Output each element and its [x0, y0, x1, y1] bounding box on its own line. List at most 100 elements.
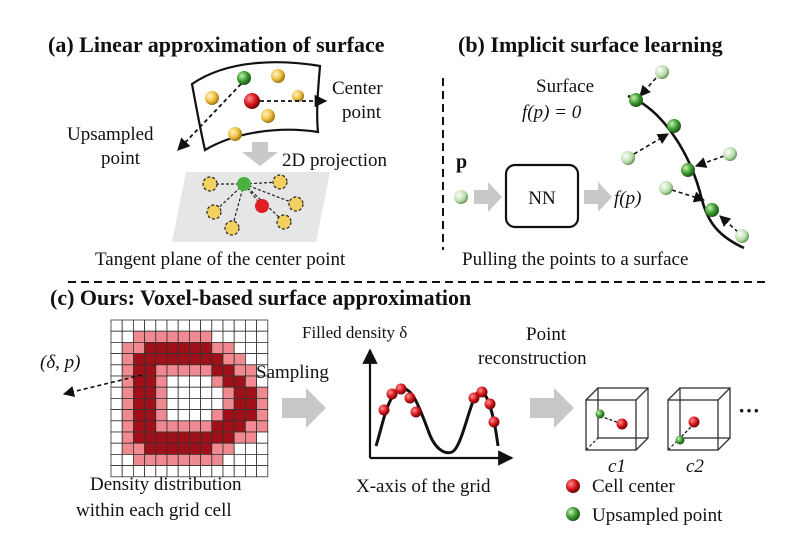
voxel-cell	[132, 319, 145, 332]
voxel-cell	[233, 420, 246, 433]
voxel-cell	[110, 364, 123, 377]
voxel-cell	[244, 319, 257, 332]
voxel-cell	[256, 465, 269, 478]
voxel-cell	[155, 442, 168, 455]
pulled-points	[621, 65, 749, 243]
voxel-cell	[233, 431, 246, 444]
voxel-cell	[144, 386, 157, 399]
voxel-cell	[222, 364, 235, 377]
voxel-cell	[177, 375, 190, 388]
voxel-cell	[177, 397, 190, 410]
voxel-cell	[244, 330, 257, 343]
voxel-cell	[211, 319, 224, 332]
voxel-cell	[155, 341, 168, 354]
voxel-cell	[200, 431, 213, 444]
voxel-cell	[166, 353, 179, 366]
nn-box	[504, 163, 580, 229]
delta-p-arrow	[62, 374, 143, 398]
voxel-cell	[155, 453, 168, 466]
voxel-cell	[222, 319, 235, 332]
voxel-cell	[110, 397, 123, 410]
voxel-cell	[244, 465, 257, 478]
voxel-cell	[211, 386, 224, 399]
voxel-cell	[166, 442, 179, 455]
surface-points	[205, 69, 304, 141]
panel-a-caption: Tangent plane of the center point	[95, 249, 346, 270]
voxel-cell	[110, 442, 123, 455]
voxel-cell	[222, 409, 235, 422]
voxel-cell	[256, 386, 269, 399]
tangent-plane	[172, 172, 330, 242]
voxel-cell	[166, 397, 179, 410]
voxel-cell	[132, 442, 145, 455]
voxel-cell	[144, 409, 157, 422]
voxel-cell	[233, 397, 246, 410]
density-samples	[378, 383, 500, 428]
voxel-cell	[121, 420, 134, 433]
voxel-cell	[233, 409, 246, 422]
voxel-cell	[222, 453, 235, 466]
voxel-cell	[200, 375, 213, 388]
voxel-cell	[121, 364, 134, 377]
panel-b-caption: Pulling the points to a surface	[462, 249, 688, 270]
voxel-cell	[256, 319, 269, 332]
legend-upsampled: Upsampled point	[592, 505, 723, 526]
voxel-cell	[155, 386, 168, 399]
voxel-cell	[166, 431, 179, 444]
voxel-cell	[155, 353, 168, 366]
voxel-cell	[200, 341, 213, 354]
voxel-cell	[155, 364, 168, 377]
voxel-cell	[177, 364, 190, 377]
voxel-cell	[233, 442, 246, 455]
voxel-cell	[177, 409, 190, 422]
voxel-cell	[110, 341, 123, 354]
voxel-cell	[166, 375, 179, 388]
voxel-cell	[121, 353, 134, 366]
voxel-cell	[188, 442, 201, 455]
voxel-cell	[121, 409, 134, 422]
sampling-arrow	[282, 388, 326, 428]
voxel-cell	[200, 442, 213, 455]
voxel-cell	[132, 420, 145, 433]
voxel-cell	[121, 453, 134, 466]
grid-caption-2: within each grid cell	[76, 500, 232, 521]
voxel-cell	[200, 420, 213, 433]
voxel-cell	[188, 409, 201, 422]
upsampled-point-arrow	[177, 83, 242, 151]
voxel-cell	[233, 375, 246, 388]
voxel-cell	[166, 330, 179, 343]
voxel-cell	[211, 364, 224, 377]
voxel-cell	[233, 319, 246, 332]
voxel-cell	[155, 431, 168, 444]
voxel-cell	[256, 420, 269, 433]
voxel-cell	[222, 341, 235, 354]
voxel-cell	[188, 375, 201, 388]
voxel-cell	[177, 431, 190, 444]
voxel-cell	[177, 353, 190, 366]
voxel-cell	[188, 319, 201, 332]
voxel-cell	[144, 397, 157, 410]
voxel-cell	[177, 319, 190, 332]
voxel-cell	[110, 330, 123, 343]
nn-output-arrow	[584, 182, 612, 212]
nn-label: NN	[528, 188, 556, 209]
voxel-cell	[144, 420, 157, 433]
voxel-cell	[144, 330, 157, 343]
voxel-cell	[222, 386, 235, 399]
voxel-cell	[211, 442, 224, 455]
voxel-cell	[144, 453, 157, 466]
voxel-cell	[132, 386, 145, 399]
voxel-cell	[222, 442, 235, 455]
projection-arrow	[242, 142, 278, 166]
voxel-cell	[155, 375, 168, 388]
panel-a-title: (a) Linear approximation of surface	[48, 32, 385, 57]
panel-c-title: (c) Ours: Voxel-based surface approximat…	[50, 285, 471, 310]
nn-input-arrow	[474, 182, 502, 212]
voxel-cell	[211, 330, 224, 343]
voxel-cell	[222, 420, 235, 433]
upsampled-point-a	[237, 71, 251, 85]
voxel-cell	[132, 397, 145, 410]
voxel-cell	[132, 341, 145, 354]
